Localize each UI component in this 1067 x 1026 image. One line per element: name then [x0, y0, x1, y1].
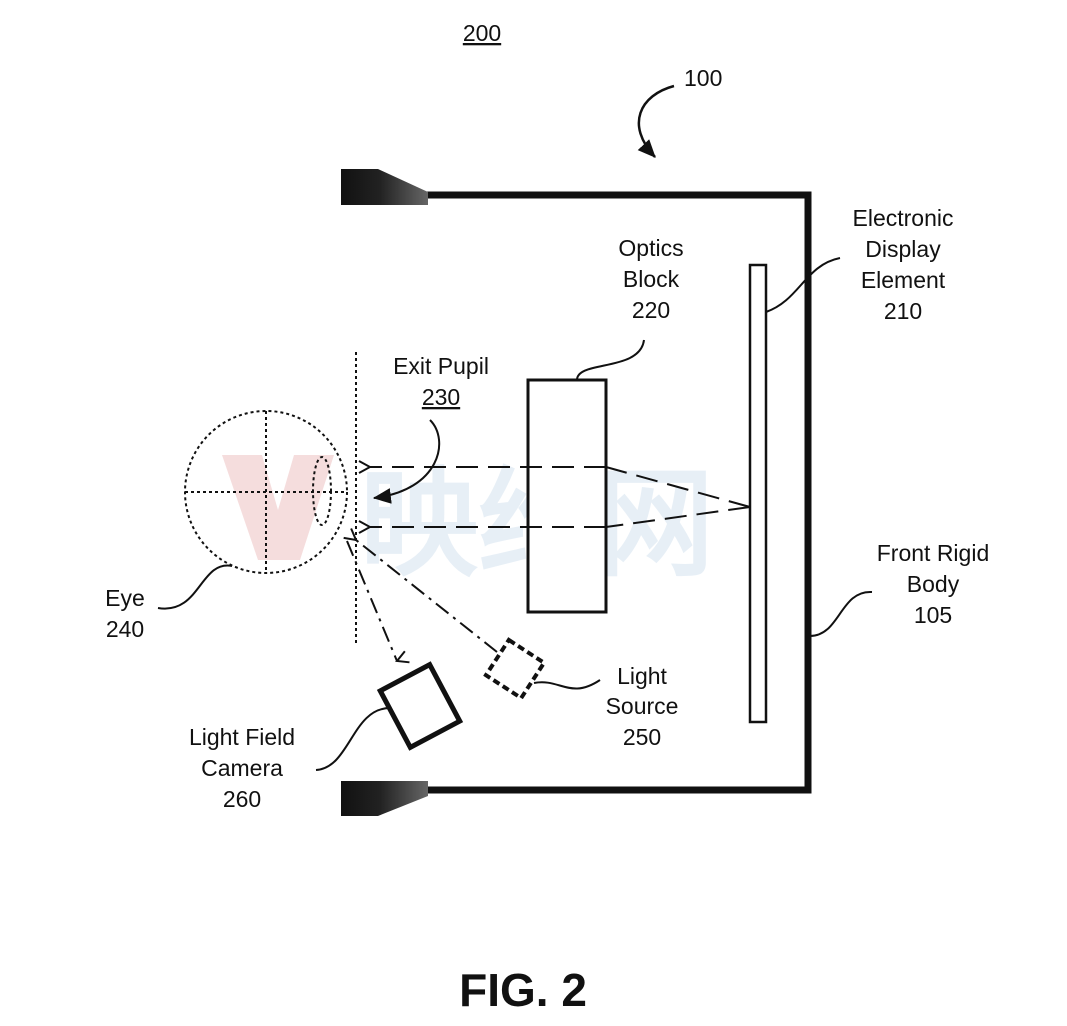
headset-ref: 100 [684, 65, 722, 91]
front-rigid-body [341, 169, 812, 816]
display-leader-line [765, 257, 841, 313]
label-optics: Optics Block 220 [618, 235, 683, 323]
light-source-ref: 250 [623, 724, 661, 750]
bottom-face-pad [341, 781, 428, 816]
light-field-camera [376, 661, 464, 751]
optics-block [526, 378, 608, 614]
exit-pupil-ref: 230 [422, 384, 460, 410]
camera-leader-line [315, 707, 391, 771]
display-ref: 210 [884, 298, 922, 324]
light-source [483, 637, 547, 701]
body-label-line1: Front Rigid [877, 540, 989, 566]
label-eye: Eye 240 [105, 585, 145, 642]
electronic-display-element [748, 263, 768, 724]
optics-label-line1: Optics [618, 235, 683, 261]
watermark-logo [222, 455, 334, 560]
display-label-line3: Element [861, 267, 946, 293]
label-light-source: Light Source 250 [606, 663, 679, 750]
eye-lens [312, 456, 332, 526]
label-camera: Light Field Camera 260 [189, 724, 295, 812]
headset-pointer-arrow [637, 84, 675, 158]
eye [184, 410, 348, 574]
eye-label: Eye [105, 585, 145, 611]
camera-label-line1: Light Field [189, 724, 295, 750]
body-leader-line [809, 590, 873, 637]
exit-pupil-pointer-arrow [372, 419, 441, 504]
exit-pupil-label: Exit Pupil [393, 353, 489, 379]
display-label-line1: Electronic [853, 205, 954, 231]
top-face-pad [341, 169, 428, 205]
eye-leader-line [157, 564, 233, 610]
display-light-rays [370, 467, 751, 527]
reflected-ray-to-camera [346, 540, 397, 661]
camera-label-line2: Camera [201, 755, 283, 781]
body-ref: 105 [914, 602, 952, 628]
label-exit-pupil: Exit Pupil 230 [393, 353, 489, 410]
display-label-line2: Display [865, 236, 941, 262]
light-source-leader-line [533, 679, 601, 690]
figure-number-ref: 200 [463, 20, 501, 46]
label-front-rigid-body: Front Rigid Body 105 [877, 540, 989, 628]
figure-caption: FIG. 2 [459, 964, 587, 1016]
optics-label-line2: Block [623, 266, 680, 292]
camera-ref: 260 [223, 786, 261, 812]
label-display: Electronic Display Element 210 [853, 205, 954, 324]
body-label-line2: Body [907, 571, 960, 597]
eye-ref: 240 [106, 616, 144, 642]
optics-leader-line [576, 339, 645, 381]
light-source-label-line1: Light [617, 663, 667, 689]
optics-ref: 220 [632, 297, 670, 323]
light-source-label-line2: Source [606, 693, 679, 719]
